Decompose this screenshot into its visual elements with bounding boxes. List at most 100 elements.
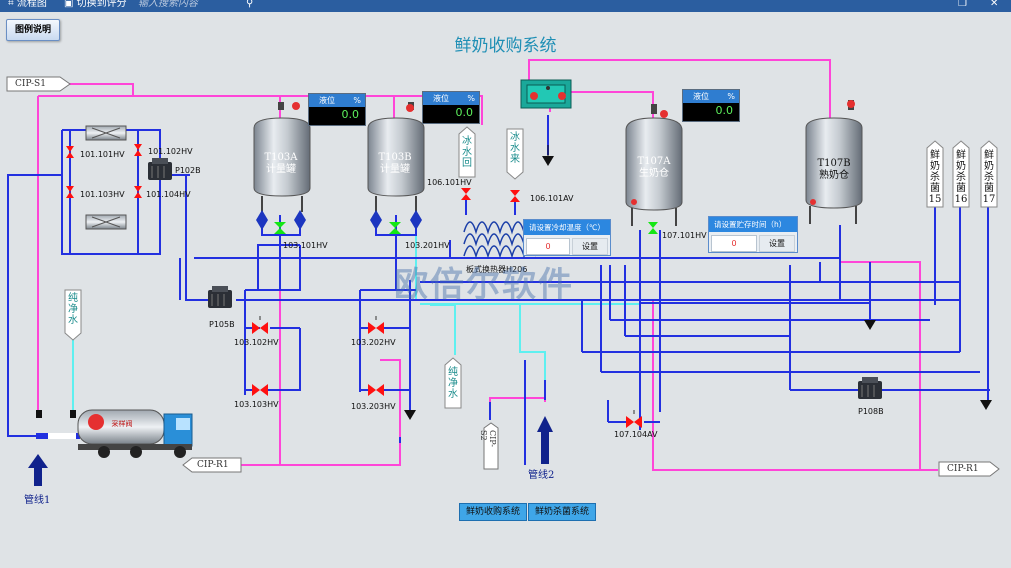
milk-sterilize-system-button[interactable]: 鲜奶杀菌系统 — [528, 503, 596, 521]
tank-t103a-name: 计量罐 — [266, 162, 296, 175]
tank-t103a[interactable]: T103A 计量罐 — [253, 102, 311, 212]
label-103-103hv: 103.103HV — [234, 400, 279, 409]
label-103-203hv: 103.203HV — [351, 402, 396, 411]
valve-101-103[interactable] — [66, 186, 74, 198]
filter-units — [85, 125, 127, 230]
cooling-temp-panel: 请设置冷却温度（℃） 0 设置 — [523, 219, 611, 256]
tag-cip-s1: CIP-S1 — [6, 76, 73, 92]
level-panel-t107a: 液位% 0.0 — [682, 89, 740, 122]
switch-score-label: 切换到评分 — [76, 0, 127, 9]
pipeline-1-arrow — [28, 454, 48, 486]
valve-101-102[interactable] — [134, 144, 142, 156]
tank-t103b-name: 计量罐 — [380, 162, 410, 175]
label-pipeline-1: 管线1 — [24, 495, 51, 506]
flowchart-icon: ⌗ — [8, 0, 14, 9]
tank-t107a-name: 生奶仓 — [639, 166, 669, 179]
label-101-104hv: 101.104HV — [146, 190, 191, 199]
top-toolbar: ⌗ 流程图 ▣ 切换到评分 输入搜索内容 ⚲ ❐ ✕ — [0, 0, 1011, 12]
tag-cip-r1-right: CIP-R1 — [938, 461, 1005, 477]
label-p102b: P102B — [175, 166, 201, 175]
truck-pipe — [36, 410, 80, 439]
level-label: 液位 — [693, 92, 709, 101]
level-value-t103a: 0.0 — [341, 108, 360, 121]
level-label: 液位 — [319, 96, 335, 105]
page-title: 鲜奶收购系统 — [454, 36, 557, 56]
label-101-101hv: 101.101HV — [80, 150, 125, 159]
level-unit: % — [727, 92, 735, 101]
level-value-t103b: 0.0 — [455, 106, 474, 119]
switch-score-tab[interactable]: ▣ 切换到评分 — [64, 0, 127, 12]
tank-t103a-id: T103A — [265, 152, 299, 163]
label-101-102hv: 101.102HV — [148, 147, 193, 156]
pump-p105b[interactable] — [208, 286, 232, 308]
valve-103-203[interactable] — [368, 384, 384, 396]
valve-101-101[interactable] — [66, 146, 74, 158]
valve-tank-a-left[interactable] — [256, 210, 268, 230]
storage-time-input[interactable]: 0 — [711, 235, 757, 252]
pump-p108b[interactable] — [858, 377, 882, 399]
level-unit: % — [353, 96, 361, 105]
valve-tank-b-right[interactable] — [410, 210, 422, 230]
valve-tank-a-right[interactable] — [294, 210, 306, 230]
label-heat-exchanger: 板式换热器H206 — [466, 265, 528, 274]
flowchart-label: 流程图 — [16, 0, 47, 9]
label-pipeline-2: 管线2 — [528, 470, 555, 481]
search-input[interactable]: 输入搜索内容 — [138, 0, 198, 9]
label-107-104av: 107.104AV — [614, 430, 658, 439]
milk-tanker-truck[interactable]: 采样阀 — [77, 409, 193, 458]
label-103-202hv: 103.202HV — [351, 338, 396, 347]
valve-107-104[interactable] — [626, 416, 642, 428]
tank-t107b-id: T107B — [817, 158, 850, 169]
label-103-101hv: 103.101HV — [283, 241, 328, 250]
cip-pink-pipes — [37, 59, 938, 471]
valve-tank-b-left[interactable] — [370, 210, 382, 230]
label-101-103hv: 101.103HV — [80, 190, 125, 199]
valve-106-101av[interactable] — [510, 190, 520, 202]
drain-outlets — [404, 145, 992, 420]
tank-t107b-name: 熟奶仓 — [819, 168, 849, 181]
storage-time-label: 请设置贮存时间（h） — [709, 217, 797, 232]
tank-t107a-id: T107A — [638, 156, 672, 167]
truck-label: 采样阀 — [112, 419, 133, 428]
watermark: 欧倍尔软件 — [394, 265, 574, 305]
storage-time-set-button[interactable]: 设置 — [759, 235, 795, 252]
tank-t107a[interactable]: T107A 生奶仓 — [625, 104, 683, 226]
pipeline-2-arrow — [537, 416, 553, 464]
label-107-101hv: 107.101HV — [662, 231, 707, 240]
label-106-101av: 106.101AV — [530, 194, 574, 203]
search-icon[interactable]: ⚲ — [246, 0, 254, 9]
close-icon[interactable]: ✕ — [990, 0, 999, 9]
tank-t107b[interactable]: T107B 熟奶仓 — [805, 100, 863, 224]
valve-103-103[interactable] — [252, 384, 268, 396]
legend-button[interactable]: 图例说明 — [6, 19, 60, 41]
label-p105b: P105B — [209, 320, 235, 329]
cooling-temp-input[interactable]: 0 — [526, 238, 570, 255]
valve-103-101[interactable] — [274, 222, 286, 234]
valve-103-202[interactable] — [368, 322, 384, 334]
restore-icon[interactable]: ❐ — [958, 0, 967, 9]
valve-106-101hv[interactable] — [461, 188, 471, 200]
label-103-102hv: 103.102HV — [234, 338, 279, 347]
label-103-201hv: 103.201HV — [405, 241, 450, 250]
label-p108b: P108B — [858, 407, 884, 416]
tag-cip-r1-left: CIP-R1 — [182, 457, 247, 473]
tank-t103b-id: T103B — [378, 152, 411, 163]
level-panel-t103b: 液位% 0.0 — [422, 91, 480, 124]
valve-103-102[interactable] — [252, 322, 268, 334]
level-unit: % — [467, 94, 475, 103]
storage-time-panel: 请设置贮存时间（h） 0 设置 — [708, 216, 798, 253]
score-icon: ▣ — [64, 0, 74, 9]
pump-p102b[interactable] — [148, 158, 172, 180]
valves — [66, 144, 658, 428]
valve-103-201[interactable] — [389, 222, 401, 234]
level-label: 液位 — [433, 94, 449, 103]
valve-101-104[interactable] — [134, 186, 142, 198]
tank-t103b[interactable]: T103B 计量罐 — [367, 102, 425, 212]
valve-107-101[interactable] — [648, 222, 658, 234]
control-box[interactable] — [520, 79, 572, 109]
milk-purchase-system-button[interactable]: 鲜奶收购系统 — [459, 503, 527, 521]
pure-water-cyan-pipes — [72, 225, 640, 412]
flowchart-tab[interactable]: ⌗ 流程图 — [8, 0, 47, 12]
cooling-temp-set-button[interactable]: 设置 — [572, 238, 608, 255]
